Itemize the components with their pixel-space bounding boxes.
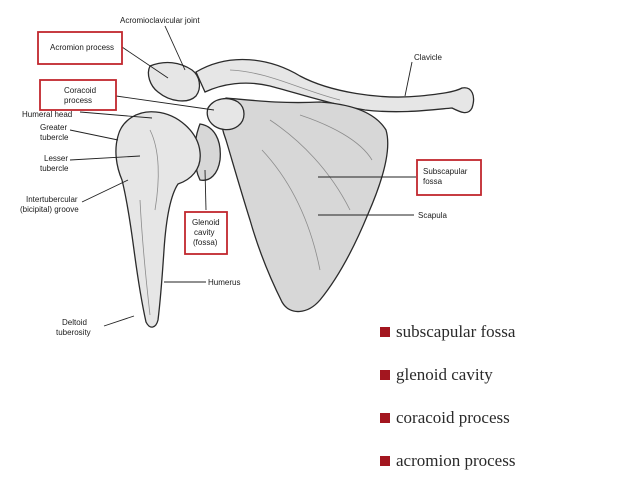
label-coracoid-line1: Coracoid bbox=[64, 86, 96, 95]
coracoid-bone bbox=[206, 97, 245, 131]
label-coracoid-line2: process bbox=[64, 96, 92, 105]
bullet-text: subscapular fossa bbox=[396, 321, 516, 341]
label-clavicle: Clavicle bbox=[414, 53, 443, 62]
label-acromioclavicular-joint: Acromioclavicular joint bbox=[120, 16, 200, 25]
label-intertubercular-line1: Intertubercular bbox=[26, 195, 78, 204]
label-lesser-tubercle-line2: tubercle bbox=[40, 164, 69, 173]
subscapular-fossa-box bbox=[416, 159, 482, 196]
label-glenoid-line2: cavity bbox=[194, 228, 214, 237]
label-scapula: Scapula bbox=[418, 211, 447, 220]
bullet-item: glenoid cavity bbox=[380, 353, 620, 396]
clavicle-bone bbox=[195, 58, 475, 114]
bullet-square-icon bbox=[380, 326, 390, 337]
label-subscapular-line1: Subscapular bbox=[423, 167, 468, 176]
label-glenoid-line1: Glenoid bbox=[192, 218, 220, 227]
acromion-bone bbox=[147, 61, 201, 102]
label-intertubercular-line2: (bicipital) groove bbox=[20, 205, 79, 214]
bullet-item: acromion process bbox=[380, 439, 620, 482]
label-humeral-head: Humeral head bbox=[22, 110, 72, 119]
scapula-bone bbox=[220, 97, 389, 313]
bullet-square-icon bbox=[380, 369, 390, 380]
glenoid-cavity-box bbox=[184, 211, 228, 255]
label-lesser-tubercle-line1: Lesser bbox=[44, 154, 68, 163]
label-deltoid-line2: tuberosity bbox=[56, 328, 91, 337]
label-subscapular-line2: fossa bbox=[423, 177, 443, 186]
label-deltoid-line1: Deltoid bbox=[62, 318, 87, 327]
bullet-item: subscapular fossa bbox=[380, 310, 620, 353]
label-humerus: Humerus bbox=[208, 278, 240, 287]
label-acromion-process: Acromion process bbox=[50, 43, 114, 52]
humerus-bone bbox=[115, 111, 201, 328]
label-greater-tubercle-line1: Greater bbox=[40, 123, 67, 132]
label-glenoid-line3: (fossa) bbox=[193, 238, 218, 247]
coracoid-process-box bbox=[39, 79, 117, 111]
bullet-text: acromion process bbox=[396, 450, 516, 470]
bullet-list: subscapular fossa glenoid cavity coracoi… bbox=[380, 310, 620, 482]
bullet-text: coracoid process bbox=[396, 407, 510, 427]
bullet-item: coracoid process bbox=[380, 396, 620, 439]
bullet-square-icon bbox=[380, 455, 390, 466]
bullet-text: glenoid cavity bbox=[396, 364, 493, 384]
label-greater-tubercle-line2: tubercle bbox=[40, 133, 69, 142]
acromion-process-box bbox=[37, 31, 123, 65]
bullet-square-icon bbox=[380, 412, 390, 423]
